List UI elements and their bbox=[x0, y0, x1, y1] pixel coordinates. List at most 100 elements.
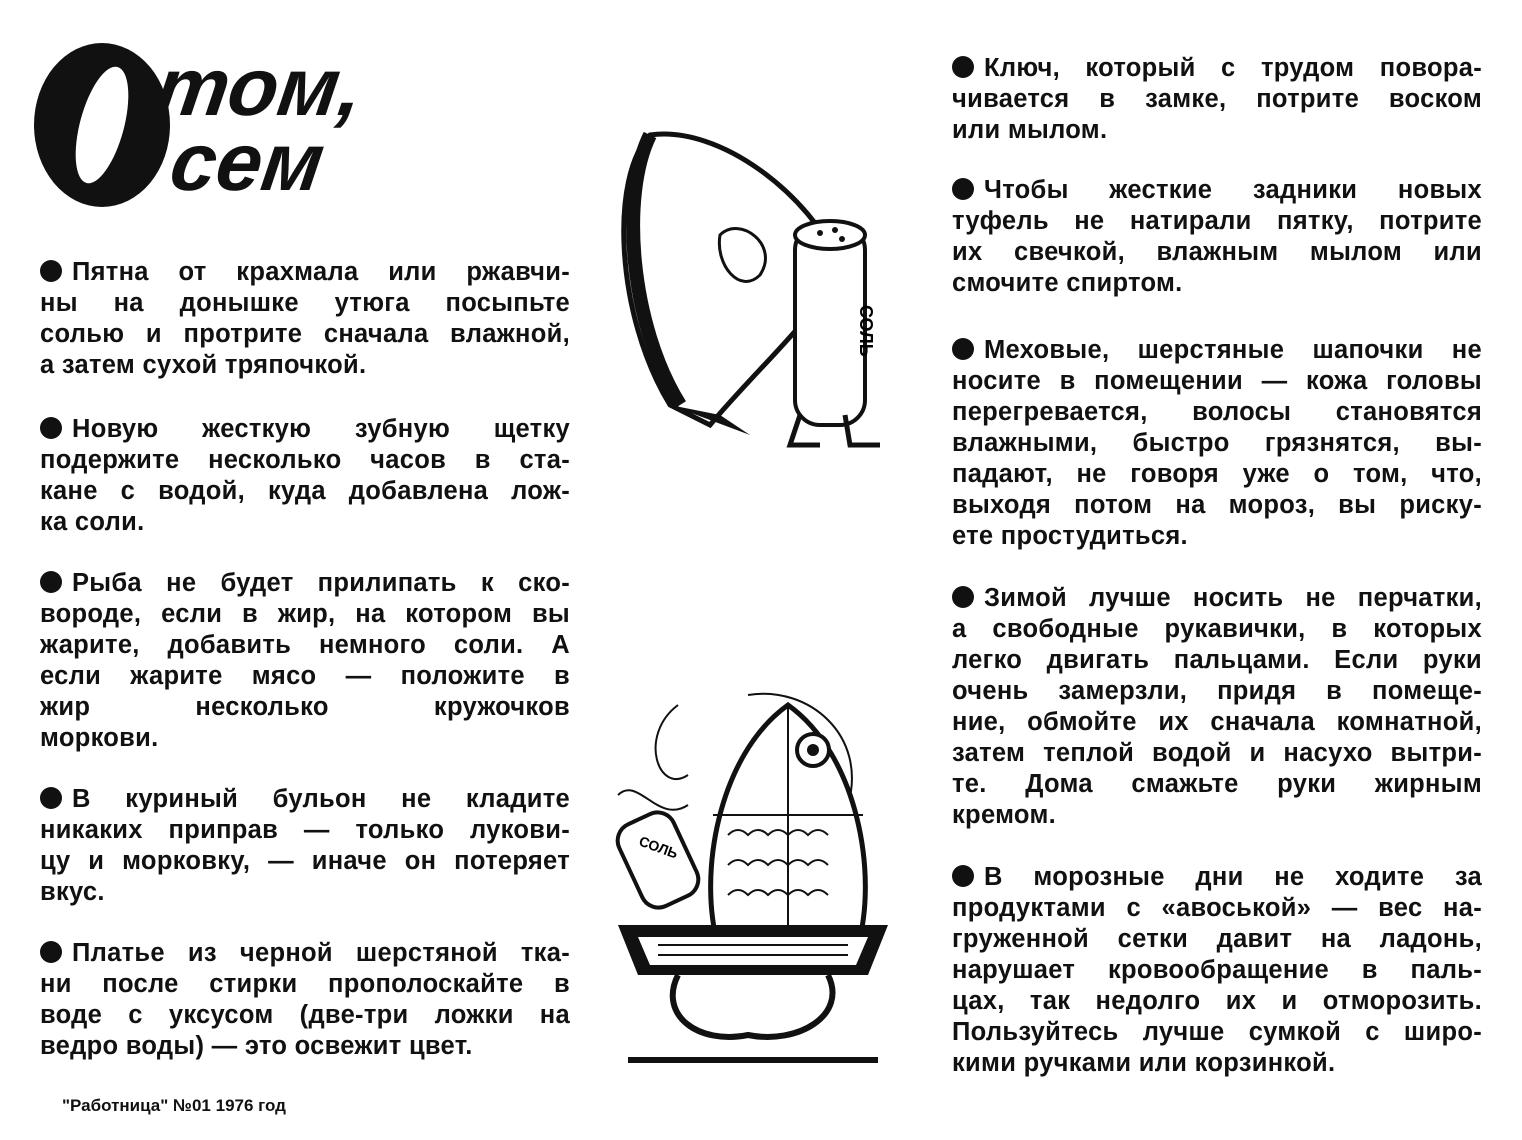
line-text: а затем сухой тряпочкой. bbox=[40, 351, 367, 379]
line-text: вкус. bbox=[40, 878, 105, 906]
text-line: а затем сухой тряпочкой. bbox=[40, 350, 570, 381]
tip-paragraph: Меховые, шерстяные шапочки не носите в по… bbox=[952, 335, 1482, 552]
bullet-icon bbox=[40, 260, 62, 282]
text-line: Рыба не будет прилипать к ско- bbox=[40, 568, 570, 599]
text-line: жир несколько кружочков bbox=[40, 692, 570, 723]
fish-pan-illustration: СОЛЬ bbox=[598, 675, 908, 1075]
line-text: кремом. bbox=[952, 801, 1057, 829]
text-line: Пятна от крахмала или ржавчи- bbox=[40, 257, 570, 288]
text-line: подержите несколько часов в ста- bbox=[40, 445, 570, 476]
line-text: ние, обмойте их сначала комнатной, bbox=[952, 708, 1482, 736]
line-text: выходя потом на мороз, вы риску- bbox=[952, 491, 1482, 519]
bullet-icon bbox=[40, 417, 62, 439]
line-text: жир несколько кружочков bbox=[40, 693, 570, 721]
title-line-1: том, bbox=[151, 41, 369, 133]
line-text: солью и протрите сначала влажной, bbox=[40, 320, 570, 348]
bullet-icon bbox=[40, 571, 62, 593]
iron-salt-illustration: СОЛЬ bbox=[610, 115, 890, 460]
line-text: кими ручками или корзинкой. bbox=[952, 1049, 1336, 1077]
text-line: очень замерзли, придя в помеще- bbox=[952, 676, 1482, 707]
text-line: носите в помещении — кожа головы bbox=[952, 366, 1482, 397]
text-line: кане с водой, куда добавлена лож- bbox=[40, 476, 570, 507]
bullet-icon bbox=[952, 56, 974, 78]
tip-paragraph: Новую жесткую зубную щетку подержите неск… bbox=[40, 414, 570, 538]
line-text: Зимой лучше носить не перчатки, bbox=[984, 584, 1482, 612]
line-text: носите в помещении — кожа головы bbox=[952, 367, 1482, 395]
text-line: В куриный бульон не кладите bbox=[40, 784, 570, 815]
line-text: чивается в замке, потрите воском bbox=[952, 85, 1482, 113]
tip-paragraph: Пятна от крахмала или ржавчи-ны на доныш… bbox=[40, 257, 570, 381]
line-text: воде с уксусом (две-три ложки на bbox=[40, 1001, 570, 1029]
text-line: вороде, если в жир, на котором вы bbox=[40, 599, 570, 630]
line-text: ка соли. bbox=[40, 508, 145, 536]
line-text: Пятна от крахмала или ржавчи- bbox=[72, 258, 570, 286]
line-text: ведро воды) — это освежит цвет. bbox=[40, 1032, 473, 1060]
line-text: В куриный бульон не кладите bbox=[72, 785, 570, 813]
text-line: В морозные дни не ходите за bbox=[952, 862, 1482, 893]
text-line: влажными, быстро грязнятся, вы- bbox=[952, 428, 1482, 459]
text-line: затем теплой водой и насухо вытри- bbox=[952, 738, 1482, 769]
line-text: нарушает кровообращение в паль- bbox=[952, 956, 1482, 984]
text-line: груженной сетки давит на ладонь, bbox=[952, 924, 1482, 955]
line-text: легко двигать пальцами. Если руки bbox=[952, 646, 1482, 674]
line-text: если жарите мясо — положите в bbox=[40, 662, 570, 690]
line-text: жарите, добавить немного соли. А bbox=[40, 631, 570, 659]
text-line: ни после стирки прополоскайте в bbox=[40, 969, 570, 1000]
text-line: падают, не говоря уже о том, что, bbox=[952, 459, 1482, 490]
text-line: Пользуйтесь лучше сумкой с широ- bbox=[952, 1017, 1482, 1048]
text-line: солью и протрите сначала влажной, bbox=[40, 319, 570, 350]
line-text: цу и морковку, — иначе он потеряет bbox=[40, 847, 570, 875]
bullet-icon bbox=[952, 865, 974, 887]
bullet-icon bbox=[40, 787, 62, 809]
line-text: груженной сетки давит на ладонь, bbox=[952, 925, 1482, 953]
line-text: цах, так недолго их и отморозить. bbox=[952, 987, 1482, 1015]
text-line: ка соли. bbox=[40, 507, 570, 538]
line-text: продуктами с «авоськой» — вес на- bbox=[952, 894, 1482, 922]
text-line: туфель не натирали пятку, потрите bbox=[952, 206, 1482, 237]
line-text: моркови. bbox=[40, 724, 159, 752]
text-line: перегревается, волосы становятся bbox=[952, 397, 1482, 428]
text-line: вкус. bbox=[40, 877, 570, 908]
line-text: ны на донышке утюга посыпьте bbox=[40, 289, 570, 317]
text-line: цах, так недолго их и отморозить. bbox=[952, 986, 1482, 1017]
tip-paragraph: Ключ, который с трудом повора-чивается в… bbox=[952, 53, 1482, 146]
text-line: их свечкой, влажным мылом или bbox=[952, 237, 1482, 268]
line-text: Меховые, шерстяные шапочки не bbox=[984, 336, 1482, 364]
line-text: влажными, быстро грязнятся, вы- bbox=[952, 429, 1482, 457]
text-line: те. Дома смажьте руки жирным bbox=[952, 769, 1482, 800]
tip-paragraph: Зимой лучше носить не перчатки,а свободн… bbox=[952, 583, 1482, 831]
bullet-icon bbox=[952, 338, 974, 360]
text-line: Чтобы жесткие задники новых bbox=[952, 175, 1482, 206]
tip-paragraph: Платье из черной шерстяной тка-ни после … bbox=[40, 938, 570, 1062]
text-line: чивается в замке, потрите воском bbox=[952, 84, 1482, 115]
line-text: никаких приправ — только лукови- bbox=[40, 816, 570, 844]
line-text: вороде, если в жир, на котором вы bbox=[40, 600, 570, 628]
line-text: ни после стирки прополоскайте в bbox=[40, 970, 570, 998]
text-line: Меховые, шерстяные шапочки не bbox=[952, 335, 1482, 366]
title-line-2: сем bbox=[165, 116, 330, 208]
text-line: Новую жесткую зубную щетку bbox=[40, 414, 570, 445]
text-line: Зимой лучше носить не перчатки, bbox=[952, 583, 1482, 614]
line-text: подержите несколько часов в ста- bbox=[40, 446, 570, 474]
line-text: В морозные дни не ходите за bbox=[984, 863, 1482, 891]
line-text: Новую жесткую зубную щетку bbox=[72, 415, 570, 443]
text-line: моркови. bbox=[40, 723, 570, 754]
text-line: никаких приправ — только лукови- bbox=[40, 815, 570, 846]
text-line: воде с уксусом (две-три ложки на bbox=[40, 1000, 570, 1031]
text-line: или мылом. bbox=[952, 115, 1482, 146]
line-text: Ключ, который с трудом повора- bbox=[984, 54, 1482, 82]
tip-paragraph: Рыба не будет прилипать к ско-вороде, ес… bbox=[40, 568, 570, 754]
text-line: жарите, добавить немного соли. А bbox=[40, 630, 570, 661]
bullet-icon bbox=[40, 941, 62, 963]
line-text: Платье из черной шерстяной тка- bbox=[72, 939, 570, 967]
text-line: ны на донышке утюга посыпьте bbox=[40, 288, 570, 319]
line-text: кане с водой, куда добавлена лож- bbox=[40, 477, 570, 505]
line-text: те. Дома смажьте руки жирным bbox=[952, 770, 1482, 798]
line-text: падают, не говоря уже о том, что, bbox=[952, 460, 1482, 488]
text-line: цу и морковку, — иначе он потеряет bbox=[40, 846, 570, 877]
line-text: или мылом. bbox=[952, 116, 1108, 144]
text-line: Платье из черной шерстяной тка- bbox=[40, 938, 570, 969]
text-line: ете простудиться. bbox=[952, 521, 1482, 552]
bullet-icon bbox=[952, 178, 974, 200]
line-text: Пользуйтесь лучше сумкой с широ- bbox=[952, 1018, 1482, 1046]
